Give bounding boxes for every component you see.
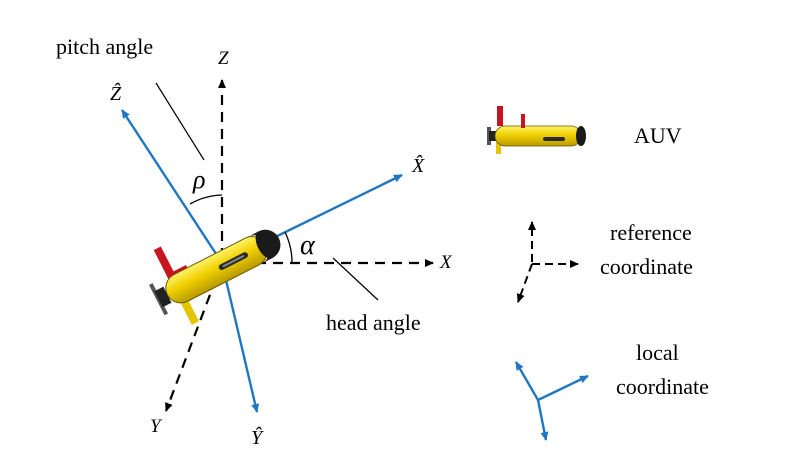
pitch-angle-label: pitch angle	[56, 34, 153, 59]
y-hat-axis-line	[220, 262, 260, 413]
legend-local-icon	[514, 361, 589, 441]
legend-local-line2: coordinate	[616, 374, 709, 399]
alpha-symbol: α	[300, 230, 316, 261]
legend-local-line1: local	[636, 340, 679, 365]
x-hat-label: X̂	[411, 154, 425, 177]
z-axis-label: Z	[218, 48, 229, 69]
y-hat-label: Ŷ	[251, 426, 264, 449]
legend-reference-icon	[517, 221, 579, 303]
pitch-angle-arc	[189, 194, 223, 205]
auv-red-fin	[153, 246, 176, 279]
z-hat-axis-line	[120, 109, 224, 264]
pitch-angle-leader	[155, 82, 205, 161]
rho-symbol: ρ	[192, 165, 205, 194]
legend-reference-line2: coordinate	[600, 254, 693, 279]
auv-yellow-fin	[180, 299, 199, 325]
legend-auv-label: AUV	[634, 123, 682, 148]
head-angle-label: head angle	[326, 310, 421, 335]
head-angle-leader	[332, 257, 379, 301]
y-axis-label: Y	[150, 416, 163, 437]
head-angle-arc	[284, 231, 293, 264]
auv-vehicle	[149, 229, 281, 325]
z-hat-label: Ẑ	[110, 82, 122, 105]
legend-reference-line1: reference	[610, 220, 692, 245]
x-axis-label: X	[439, 252, 453, 273]
legend-auv-icon	[487, 106, 586, 154]
